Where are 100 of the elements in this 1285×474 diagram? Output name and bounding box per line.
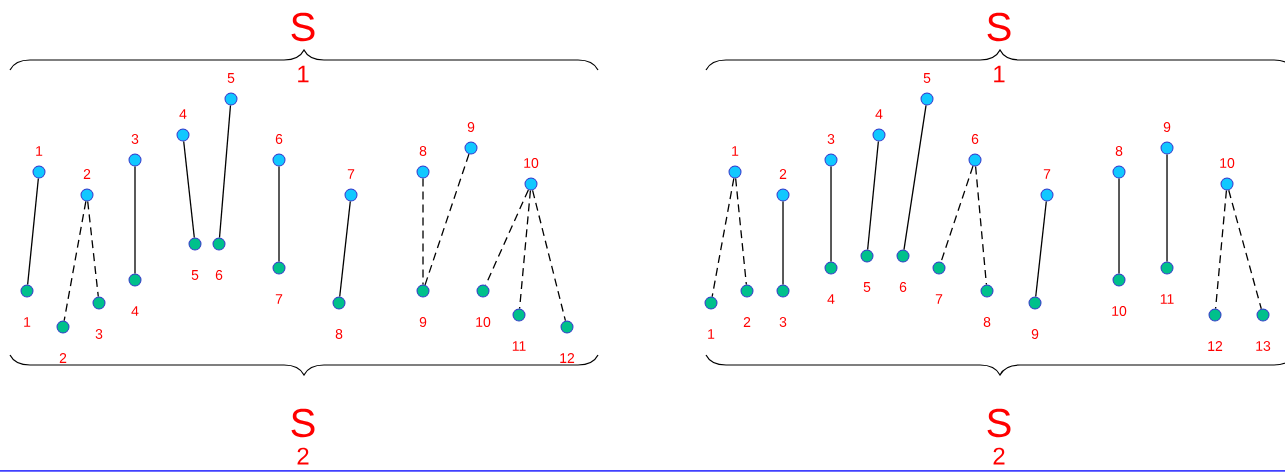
connector-line — [903, 104, 927, 251]
point-marker — [860, 249, 874, 263]
point-number: 6 — [899, 282, 907, 292]
set-index: 1 — [994, 65, 1005, 83]
set-symbol: S — [987, 408, 1011, 438]
point-number: 4 — [827, 294, 835, 304]
set-index: 2 — [993, 447, 1005, 465]
point-number: 1 — [732, 146, 739, 156]
connector-line — [218, 104, 232, 239]
connector-line — [339, 200, 351, 298]
point-marker — [20, 284, 34, 298]
connector-line — [424, 153, 470, 286]
point-marker — [176, 128, 190, 142]
point-marker — [212, 237, 226, 251]
point-number: 11 — [1160, 294, 1174, 304]
point-marker — [476, 284, 490, 298]
connector-line — [711, 177, 735, 298]
connector-line — [278, 165, 280, 263]
connector-line — [87, 200, 99, 298]
point-marker — [128, 273, 142, 287]
connector-line — [974, 165, 988, 286]
point-number: 11 — [512, 341, 526, 351]
connector-line — [735, 177, 747, 286]
point-number: 10 — [1220, 158, 1235, 168]
point-number: 9 — [1031, 329, 1039, 339]
point-number: 9 — [419, 317, 427, 327]
point-marker — [92, 296, 106, 310]
set-index: 2 — [297, 447, 309, 465]
point-number: 12 — [560, 353, 575, 363]
set-symbol: S — [291, 408, 315, 438]
point-number: 5 — [227, 73, 235, 83]
connector-line — [134, 165, 136, 275]
point-marker — [524, 177, 538, 191]
connector-line — [1228, 189, 1262, 310]
point-marker — [1208, 308, 1222, 322]
point-number: 7 — [1043, 169, 1051, 179]
set-symbol: S — [291, 12, 315, 42]
connector-line — [1214, 189, 1228, 310]
point-marker — [512, 308, 526, 322]
point-marker — [728, 165, 742, 179]
point-number: 1 — [24, 317, 31, 327]
point-marker — [332, 296, 346, 310]
point-number: 9 — [467, 122, 475, 132]
point-marker — [1028, 296, 1042, 310]
point-number: 8 — [1115, 146, 1123, 156]
point-number: 7 — [935, 294, 943, 304]
connector-line — [1118, 177, 1120, 275]
point-number: 9 — [1163, 122, 1171, 132]
set-symbol: S — [987, 12, 1011, 42]
point-number: 4 — [179, 109, 187, 119]
point-marker — [980, 284, 994, 298]
connector-line — [183, 140, 195, 239]
point-number: 1 — [36, 146, 43, 156]
point-number: 1 — [708, 329, 715, 339]
point-number: 10 — [1112, 306, 1127, 316]
point-marker — [32, 165, 46, 179]
point-marker — [704, 296, 718, 310]
point-number: 4 — [875, 109, 883, 119]
point-marker — [1112, 165, 1126, 179]
point-number: 12 — [1208, 341, 1223, 351]
point-number: 8 — [983, 317, 991, 327]
point-number: 3 — [131, 134, 139, 144]
connector-line — [1166, 153, 1168, 263]
point-number: 2 — [59, 353, 67, 363]
point-number: 7 — [275, 294, 283, 304]
point-marker — [824, 153, 838, 167]
point-number: 8 — [335, 329, 343, 339]
point-marker — [80, 188, 94, 202]
point-marker — [776, 188, 790, 202]
point-marker — [344, 188, 358, 202]
point-number: 5 — [863, 282, 871, 292]
point-number: 10 — [524, 158, 539, 168]
connector-line — [518, 189, 532, 310]
connector-line — [422, 177, 424, 286]
point-marker — [1160, 261, 1174, 275]
point-number: 10 — [476, 317, 491, 327]
point-marker — [872, 128, 886, 142]
point-number: 2 — [83, 169, 91, 179]
point-marker — [1256, 308, 1270, 322]
point-number: 8 — [419, 146, 427, 156]
point-marker — [224, 92, 238, 106]
connector-line — [782, 200, 784, 286]
point-marker — [896, 249, 910, 263]
point-marker — [416, 284, 430, 298]
point-number: 7 — [347, 169, 355, 179]
point-number: 5 — [191, 270, 199, 280]
point-marker — [464, 141, 478, 155]
point-marker — [272, 153, 286, 167]
set-index: 1 — [298, 65, 309, 83]
point-number: 13 — [1256, 341, 1271, 351]
point-marker — [272, 261, 286, 275]
point-marker — [1160, 141, 1174, 155]
point-marker — [56, 320, 70, 334]
connector-line — [940, 165, 974, 263]
connector-line — [63, 200, 87, 322]
point-marker — [932, 261, 946, 275]
point-marker — [740, 284, 754, 298]
point-marker — [1040, 188, 1054, 202]
connector-line — [27, 177, 39, 286]
point-marker — [920, 92, 934, 106]
